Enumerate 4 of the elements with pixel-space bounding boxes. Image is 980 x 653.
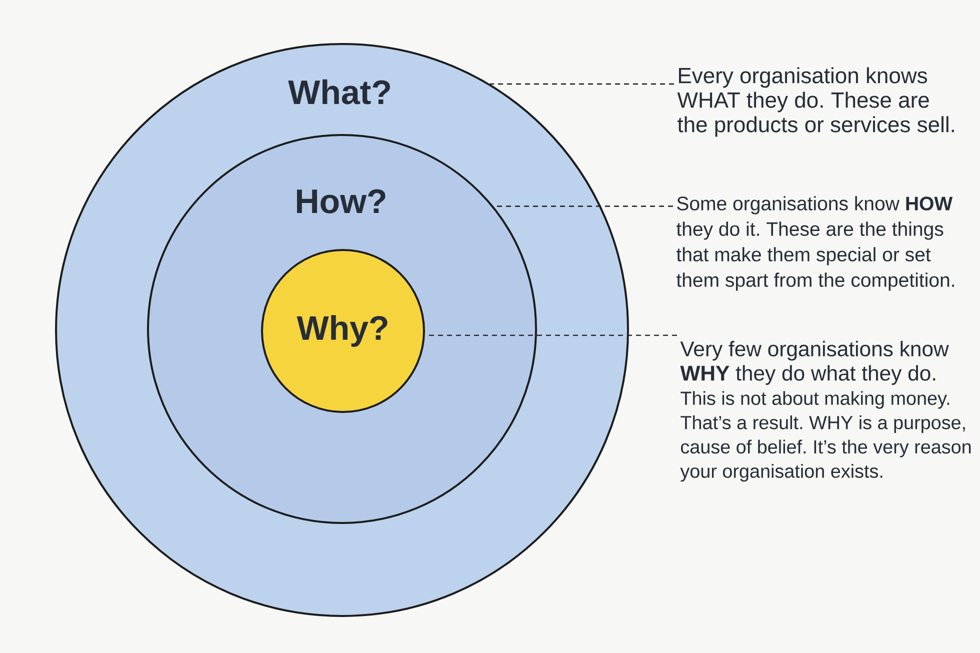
annotation-text: Very few organisations know WHY they do what they do. This is not about making money. That’s a result. WHY is a purpose, cause of belief. It’s the very reason your organisation exists.: [680, 340, 971, 482]
annotation-text: Some organisations know HOW they do it. These are the things that make them special or set them spart from the competition.: [676, 196, 954, 291]
leader-line: [490, 83, 674, 85]
annotation-text: Every organisation knows WHAT they do. These are the products or services sell.: [677, 67, 954, 137]
